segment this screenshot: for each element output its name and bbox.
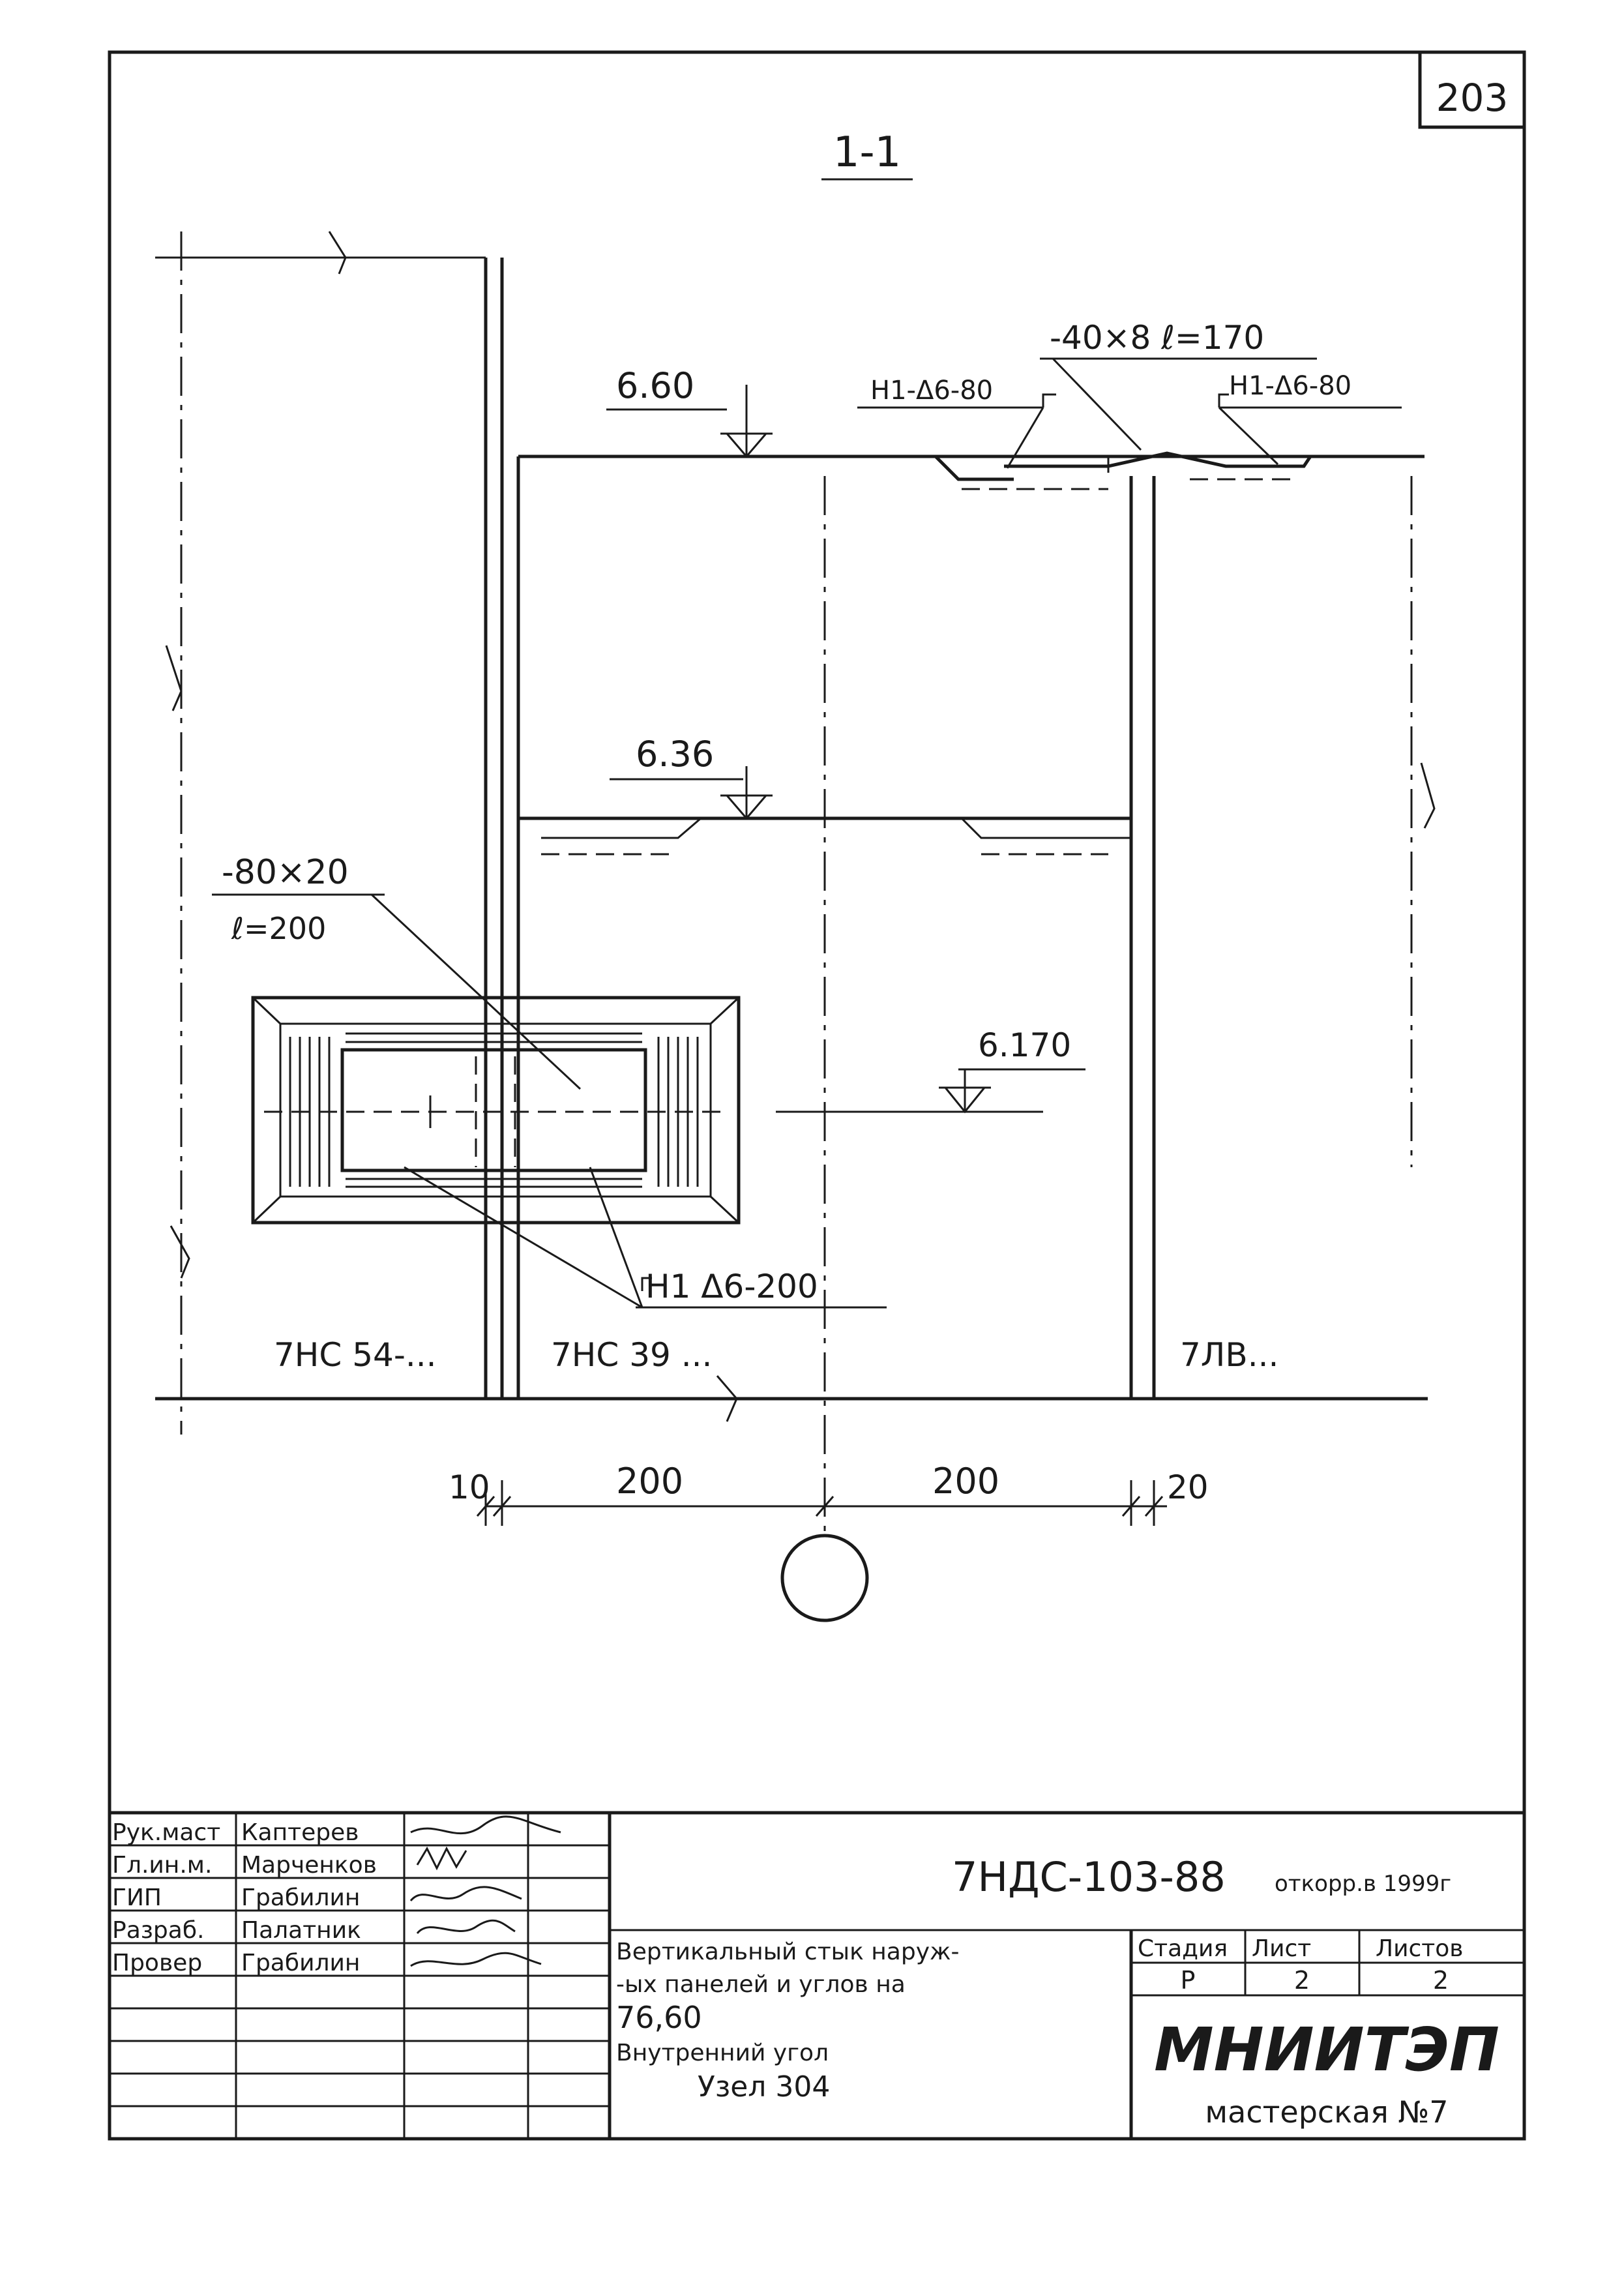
svg-text:10: 10 — [449, 1468, 490, 1506]
sheet-number: 203 — [1436, 76, 1509, 120]
dimension-line: 10 200 200 20 — [449, 1461, 1209, 1526]
svg-text:6.36: 6.36 — [636, 734, 714, 775]
name-1: Каптерев — [241, 1819, 359, 1846]
axis-bubble — [780, 1534, 869, 1622]
description-line-2: -ых панелей и углов на — [616, 1971, 906, 1998]
sheet-number-box: 203 — [1418, 50, 1526, 129]
elevation-mark-top: 6.60 — [606, 365, 773, 458]
svg-text:ℓ=200: ℓ=200 — [231, 911, 326, 946]
svg-text:-80×20: -80×20 — [222, 853, 349, 892]
section-title: 1-1 — [833, 128, 902, 177]
panel-right-label: 7ЛВ... — [1180, 1336, 1278, 1374]
role-4: Разраб. — [112, 1917, 204, 1944]
doc-code: 7НДС-103-88 — [952, 1853, 1226, 1901]
description-line-1: Вертикальный стык наруж- — [616, 1939, 959, 1965]
stage-label: Стадия — [1138, 1935, 1228, 1962]
role-3: ГИП — [112, 1884, 162, 1911]
panel-mid-label: 7НС 39 ... — [551, 1336, 712, 1374]
description-line-4: Внутренний угол — [616, 2040, 829, 2066]
svg-text:Н1-Δ6-80: Н1-Δ6-80 — [870, 376, 993, 406]
svg-text:6.60: 6.60 — [616, 365, 694, 406]
panel-left-label: 7НС 54-... — [274, 1336, 437, 1374]
svg-text:-40×8 ℓ=170: -40×8 ℓ=170 — [1050, 319, 1264, 357]
name-3: Грабилин — [241, 1884, 360, 1911]
org-name: МНИИТЭП — [1154, 2015, 1499, 2085]
plate-side-callout: -80×20 ℓ=200 — [212, 853, 582, 1090]
sheet-value: 2 — [1294, 1966, 1310, 1995]
org-sub: мастерская №7 — [1205, 2094, 1448, 2130]
svg-text:200: 200 — [932, 1461, 999, 1502]
section-drawing: 6.60 -40×8 ℓ=170 Н1-Δ6-80 Н1-Δ6-80 — [155, 231, 1436, 1622]
plate-top-callout: -40×8 ℓ=170 — [1040, 319, 1317, 451]
svg-text:Н1-Δ6-80: Н1-Δ6-80 — [1229, 371, 1351, 401]
role-2: Гл.ин.м. — [112, 1852, 212, 1879]
sheets-value: 2 — [1433, 1966, 1449, 1995]
name-4: Палатник — [241, 1917, 361, 1944]
sheet-frame — [108, 50, 1526, 2141]
title-block: Рук.маст Каптерев Гл.ин.м. Марченков ГИП… — [110, 1811, 1524, 2139]
description-line-5: Узел 304 — [698, 2070, 830, 2104]
role-5: Провер — [112, 1950, 202, 1976]
weld-bottom-callout: Н1 Δ6-200 — [404, 1166, 887, 1309]
elevation-mark-mid: 6.36 — [610, 734, 773, 820]
name-2: Марченков — [241, 1852, 377, 1879]
elevation-mark-low: 6.170 — [776, 1026, 1085, 1114]
revision-note: откорр.в 1999г — [1275, 1871, 1451, 1897]
section-title-group: 1-1 — [821, 128, 913, 181]
name-5: Грабилин — [241, 1950, 360, 1976]
svg-text:6.170: 6.170 — [978, 1026, 1071, 1064]
role-1: Рук.маст — [112, 1819, 220, 1846]
description-line-3: 76,60 — [616, 2000, 702, 2035]
svg-text:200: 200 — [616, 1461, 683, 1502]
weld-left-callout: Н1-Δ6-80 — [857, 376, 1056, 469]
svg-text:Н1 Δ6-200: Н1 Δ6-200 — [645, 1268, 818, 1305]
sheets-label: Листов — [1376, 1935, 1463, 1962]
embedded-plate-assembly — [251, 996, 741, 1225]
signatures — [409, 1815, 561, 1967]
svg-text:20: 20 — [1167, 1468, 1209, 1506]
stage-value: Р — [1181, 1966, 1196, 1995]
sheet-label: Лист — [1252, 1935, 1311, 1962]
weld-right-callout: Н1-Δ6-80 — [1218, 371, 1402, 466]
